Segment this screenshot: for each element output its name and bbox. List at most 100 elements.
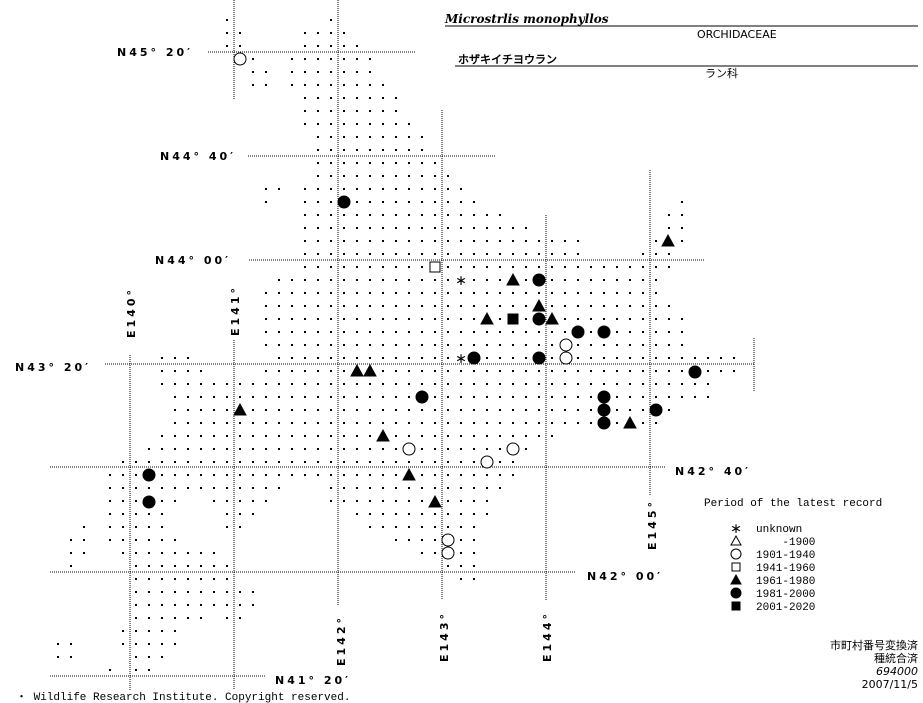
grid-dot (447, 331, 449, 333)
grid-dot (330, 227, 332, 229)
grid-dot (551, 357, 553, 359)
grid-dot (447, 474, 449, 476)
grid-dot (291, 318, 293, 320)
grid-dot (278, 396, 280, 398)
grid-dot (642, 331, 644, 333)
grid-dot (122, 552, 124, 554)
grid-dot (408, 279, 410, 281)
grid-dot (447, 526, 449, 528)
grid-dot (369, 344, 371, 346)
grid-dot (460, 188, 462, 190)
grid-dot (486, 344, 488, 346)
grid-dot (317, 344, 319, 346)
grid-dot (525, 422, 527, 424)
grid-dot (252, 500, 254, 502)
grid-dot (486, 214, 488, 216)
grid-dot (148, 604, 150, 606)
grid-dot (629, 318, 631, 320)
grid-dot (174, 396, 176, 398)
grid-dot (395, 422, 397, 424)
grid-dot (135, 500, 137, 502)
grid-dot (187, 396, 189, 398)
grid-dot (317, 175, 319, 177)
grid-dot (447, 357, 449, 359)
grid-dot (499, 409, 501, 411)
grid-dot (239, 526, 241, 528)
grid-dot (369, 513, 371, 515)
grid-dot (499, 474, 501, 476)
grid-dot (356, 214, 358, 216)
grid-dot (564, 279, 566, 281)
grid-dot (733, 370, 735, 372)
grid-dot (317, 409, 319, 411)
lon-label-143: E143° (438, 611, 451, 662)
grid-dot (629, 370, 631, 372)
grid-dot (135, 526, 137, 528)
grid-dot (356, 461, 358, 463)
filled-circle-icon (649, 403, 663, 417)
grid-dot (200, 578, 202, 580)
grid-dot (356, 292, 358, 294)
grid-dot (382, 253, 384, 255)
grid-dot (499, 461, 501, 463)
grid-dot (356, 279, 358, 281)
grid-dot (317, 422, 319, 424)
note-municipality-converted: 市町村番号変換済 (830, 638, 918, 652)
grid-dot (343, 383, 345, 385)
grid-dot (408, 201, 410, 203)
lat-label-43-20: N43° 20′ (15, 361, 91, 374)
grid-dot (226, 487, 228, 489)
legend-item: 1901-1940 (730, 548, 815, 562)
grid-dot (161, 656, 163, 658)
grid-dot (681, 331, 683, 333)
grid-dot (564, 422, 566, 424)
grid-dot (668, 214, 670, 216)
grid-dot (408, 500, 410, 502)
grid-dot (395, 214, 397, 216)
grid-dot (499, 422, 501, 424)
grid-dot (486, 487, 488, 489)
grid-dot (408, 227, 410, 229)
grid-dot (317, 292, 319, 294)
grid-dot (304, 396, 306, 398)
grid-dot (473, 266, 475, 268)
grid-dot (330, 162, 332, 164)
lon-label-142: E142° (335, 615, 348, 666)
filled-square-icon (731, 601, 741, 611)
grid-dot (213, 487, 215, 489)
grid-dot (694, 396, 696, 398)
grid-dot (434, 227, 436, 229)
grid-dot (564, 318, 566, 320)
grid-dot (460, 500, 462, 502)
grid-dot (135, 604, 137, 606)
grid-dot (187, 591, 189, 593)
grid-dot (434, 292, 436, 294)
grid-dot (187, 604, 189, 606)
grid-dot (369, 175, 371, 177)
grid-dot (499, 305, 501, 307)
grid-dot (486, 357, 488, 359)
grid-dot (473, 578, 475, 580)
grid-dot (421, 487, 423, 489)
grid-dot (616, 292, 618, 294)
grid-dot (278, 383, 280, 385)
grid-dot (135, 591, 137, 593)
grid-dot (122, 500, 124, 502)
grid-dot (122, 630, 124, 632)
grid-dot (434, 526, 436, 528)
grid-dot (395, 331, 397, 333)
grid-dot (200, 435, 202, 437)
grid-dot (226, 422, 228, 424)
grid-dot (304, 123, 306, 125)
grid-dot (148, 630, 150, 632)
grid-dot (174, 539, 176, 541)
grid-dot (187, 448, 189, 450)
grid-dot (447, 240, 449, 242)
grid-dot (538, 370, 540, 372)
grid-dot (174, 604, 176, 606)
grid-dot (265, 188, 267, 190)
grid-dot (421, 175, 423, 177)
grid-dot (395, 370, 397, 372)
grid-dot (148, 617, 150, 619)
grid-dot (148, 656, 150, 658)
